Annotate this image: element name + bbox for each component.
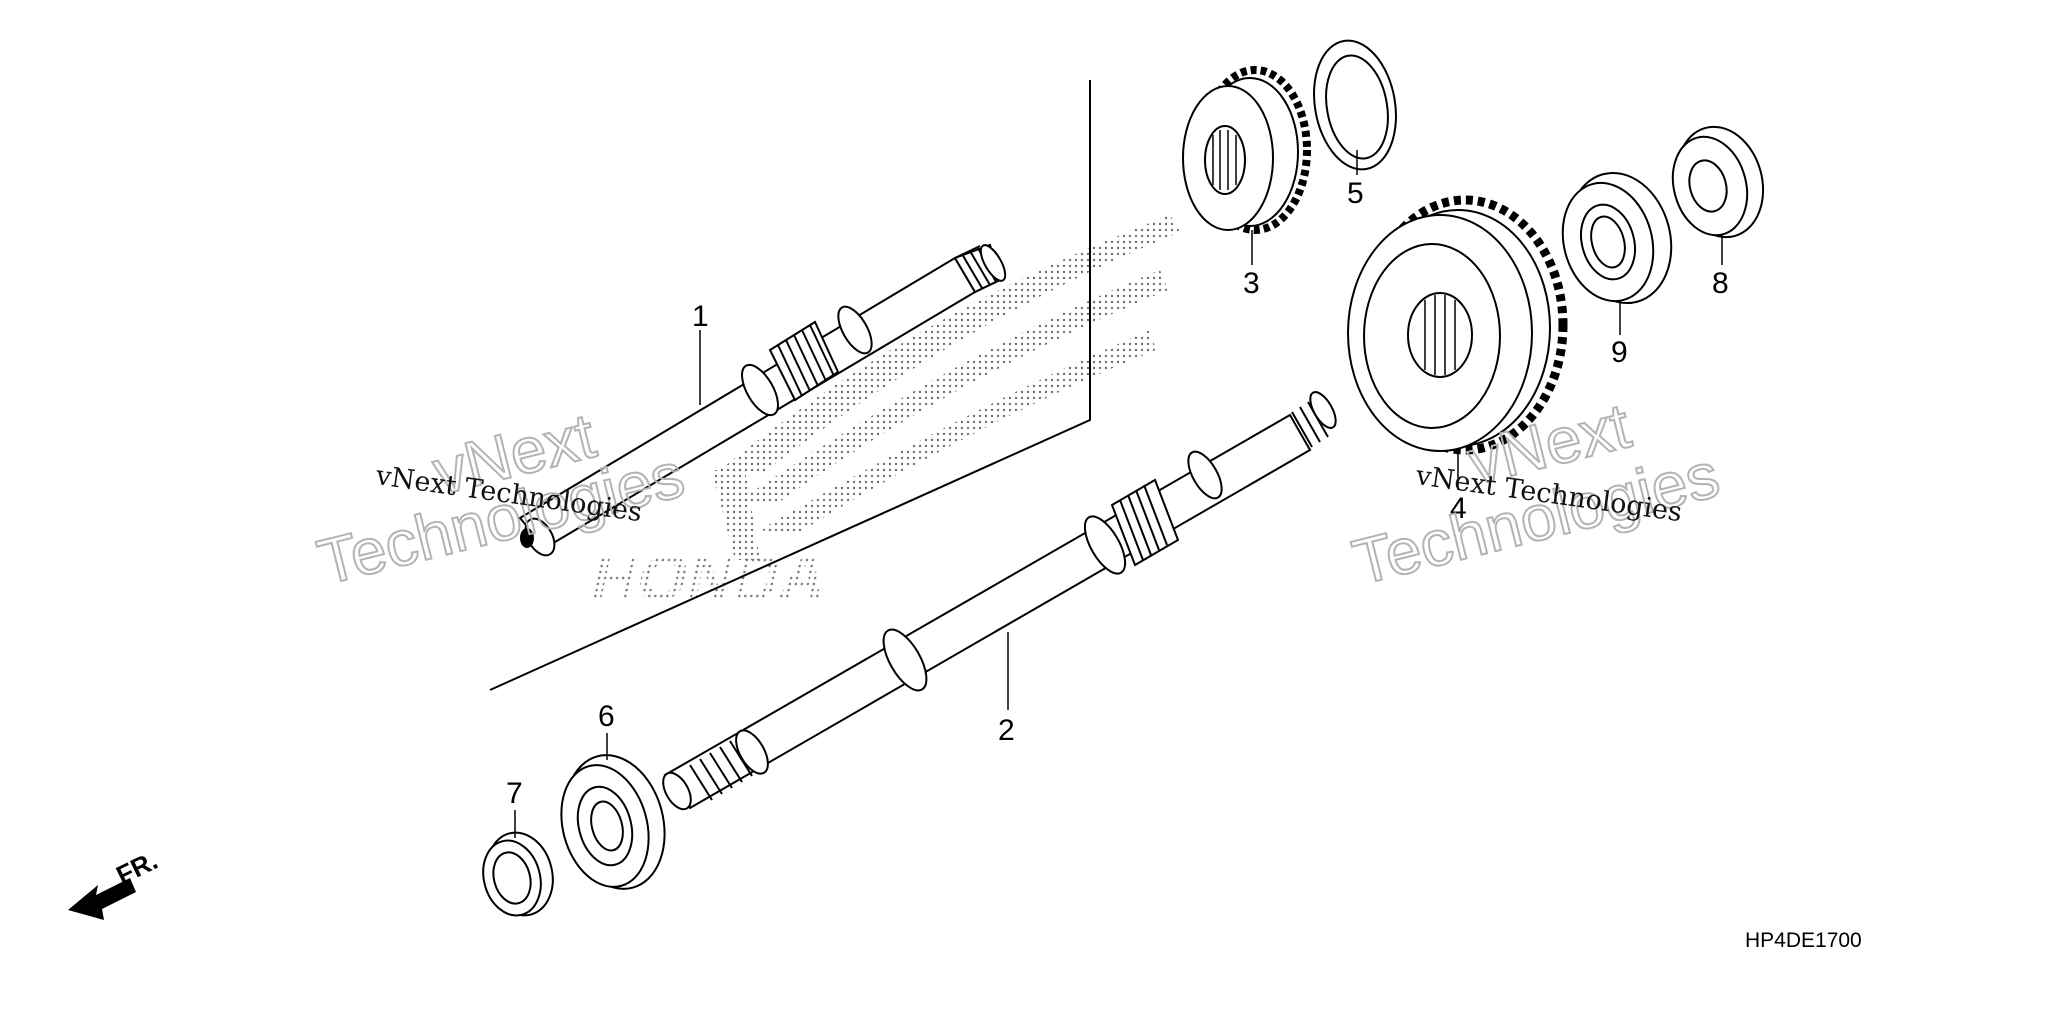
honda-wing-logo: HONDA bbox=[585, 215, 1180, 614]
callout-6: 6 bbox=[598, 700, 615, 733]
ball-bearing-upper bbox=[1561, 171, 1673, 305]
large-gear-bore bbox=[1407, 292, 1473, 378]
thrust-washer bbox=[1313, 39, 1397, 171]
callout-7: 7 bbox=[506, 777, 523, 810]
upper-shaft bbox=[518, 243, 1007, 557]
small-gear-bore bbox=[1204, 125, 1246, 195]
oil-seal-upper bbox=[1671, 125, 1765, 239]
lower-shaft bbox=[662, 391, 1337, 811]
front-arrow-icon bbox=[68, 878, 136, 920]
callout-4: 4 bbox=[1450, 492, 1467, 525]
oil-seal-lower bbox=[482, 831, 554, 917]
diagram-part-code: HP4DE1700 bbox=[1745, 929, 1862, 952]
leader-lines bbox=[514, 150, 1723, 838]
lower-shaft-splined-section bbox=[1110, 478, 1180, 567]
front-direction-indicator: FR. bbox=[68, 845, 162, 920]
group-boundary-line bbox=[489, 80, 1091, 691]
callout-5: 5 bbox=[1347, 177, 1364, 210]
small-gear bbox=[1182, 66, 1311, 234]
callout-3: 3 bbox=[1243, 267, 1260, 300]
callout-8: 8 bbox=[1712, 267, 1729, 300]
large-gear bbox=[1347, 195, 1568, 455]
callout-9: 9 bbox=[1611, 336, 1628, 369]
callout-1: 1 bbox=[692, 300, 709, 333]
ball-bearing-lower bbox=[560, 754, 666, 890]
callout-2: 2 bbox=[998, 714, 1015, 747]
